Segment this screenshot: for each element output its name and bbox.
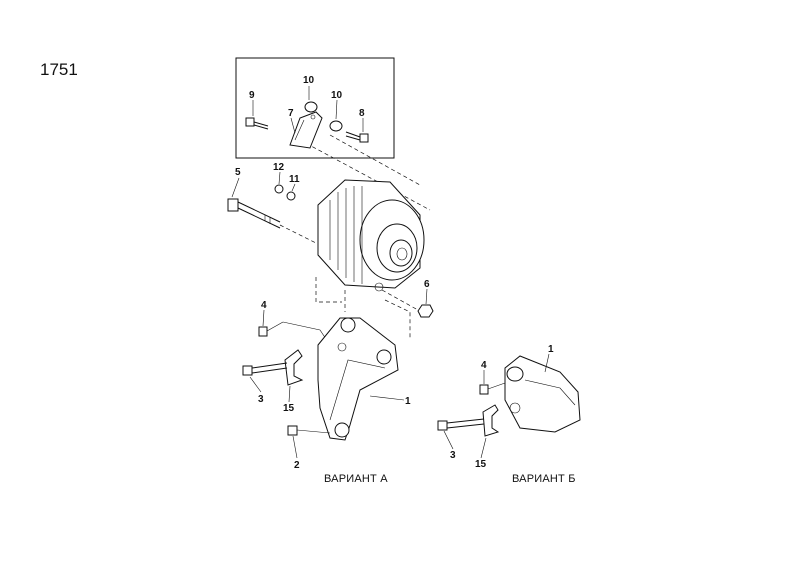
- variant-b-caption: ВАРИАНТ Б: [512, 473, 576, 485]
- callout-label: 1: [548, 344, 554, 355]
- bolt-part: [287, 425, 331, 436]
- callout-label: 3: [258, 394, 264, 405]
- callout-label: 4: [481, 360, 487, 371]
- bolt-part: [258, 321, 284, 337]
- clip-part: [284, 349, 304, 386]
- inset-leader: [299, 139, 431, 211]
- bolt-part: [479, 382, 506, 395]
- washer-part: [274, 184, 284, 194]
- callout-label: 4: [261, 300, 267, 311]
- callout-label: 10: [303, 75, 315, 86]
- mounting-bracket-part: [504, 355, 581, 433]
- callout-label: 5: [235, 167, 241, 178]
- callout-label: 6: [424, 279, 430, 290]
- bolt-part: [437, 418, 485, 431]
- callout-label: 7: [288, 108, 294, 119]
- clip-part: [482, 404, 500, 437]
- inset-frame: [235, 57, 395, 159]
- callout-label: 3: [450, 450, 456, 461]
- spacer-part: [329, 120, 343, 132]
- callout-label: 9: [249, 90, 255, 101]
- bolt-part: [345, 131, 369, 143]
- callout-label: 8: [359, 108, 365, 119]
- callout-label: 2: [294, 460, 300, 471]
- callout-label: 11: [289, 174, 300, 185]
- nut-part: [417, 304, 434, 318]
- alternator-part: [317, 179, 425, 292]
- callout-label: 15: [475, 459, 487, 470]
- callout-label: 12: [273, 162, 285, 173]
- callout-label: 1: [405, 396, 411, 407]
- callout-label: 15: [283, 403, 295, 414]
- nut-part: [286, 191, 296, 201]
- variant-a-caption: ВАРИАНТ А: [324, 473, 388, 485]
- spacer-part: [304, 101, 318, 113]
- inset-leader: [329, 134, 421, 186]
- bolt-part: [242, 362, 288, 376]
- mounting-bracket-part: [317, 317, 399, 441]
- bolt-part: [245, 117, 269, 130]
- long-bolt-part: [227, 198, 281, 229]
- alternator-bracket-part: [289, 111, 323, 149]
- callout-label: 10: [331, 90, 343, 101]
- page-number: 1751: [40, 60, 78, 79]
